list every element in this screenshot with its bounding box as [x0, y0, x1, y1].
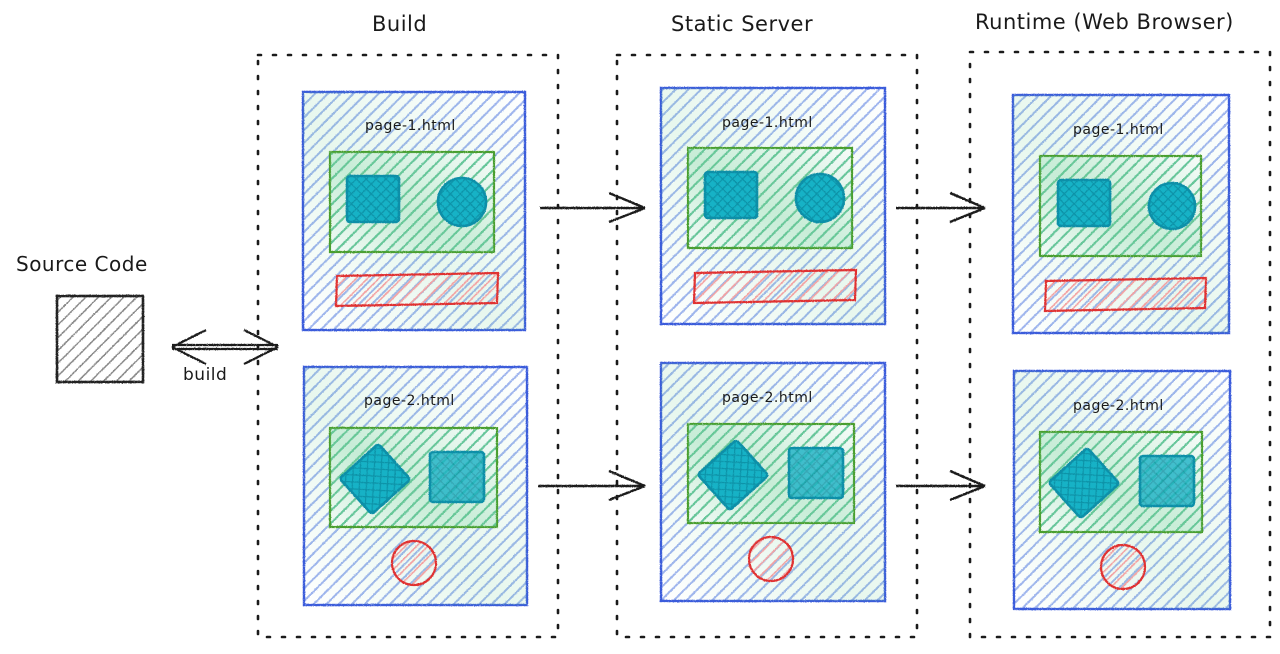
- build-edge-label: build: [183, 365, 228, 385]
- red-circle: [390, 539, 438, 587]
- source-code-box: [55, 294, 145, 384]
- arrow-build-to-static-page-2: [538, 469, 646, 502]
- teal-square: [703, 170, 759, 220]
- page-title-static-server-page-1: page-1.html: [722, 115, 813, 131]
- teal-circle: [1147, 181, 1197, 231]
- red-bar: [692, 268, 858, 305]
- stage-title-static-server: Static Server: [671, 12, 814, 36]
- page-panel-build-page-1: [301, 90, 527, 332]
- teal-diamond: [339, 443, 411, 515]
- stage-group-static-server: [615, 53, 919, 639]
- page-title-runtime-page-1: page-1.html: [1073, 122, 1164, 138]
- stage-group-runtime: [968, 50, 1272, 639]
- red-bar: [1043, 276, 1208, 313]
- teal-square: [1138, 454, 1196, 508]
- teal-circle: [436, 176, 488, 228]
- build-arrow: [171, 329, 279, 365]
- teal-square: [787, 446, 845, 500]
- teal-square: [1056, 178, 1112, 228]
- stage-title-runtime: Runtime (Web Browser): [975, 10, 1234, 34]
- teal-diamond: [697, 439, 769, 511]
- page-panel-runtime-page-2: [1012, 369, 1232, 611]
- teal-square: [428, 450, 486, 504]
- page-title-build-page-1: page-1.html: [365, 118, 456, 134]
- source-code-label: Source Code: [16, 252, 148, 276]
- teal-square: [345, 174, 401, 224]
- red-circle: [1099, 543, 1147, 591]
- page-panel-static-server-page-2: [659, 361, 887, 603]
- arrow-static-to-runtime-page-2: [896, 469, 986, 502]
- page-title-build-page-2: page-2.html: [364, 393, 455, 409]
- page-panel-build-page-2: [302, 365, 529, 607]
- page-panel-static-server-page-1: [659, 86, 887, 326]
- red-circle: [747, 535, 795, 583]
- red-bar: [334, 271, 500, 308]
- teal-diamond: [1048, 447, 1120, 519]
- page-title-runtime-page-2: page-2.html: [1073, 398, 1164, 414]
- stage-title-build: Build: [372, 12, 428, 36]
- arrow-static-to-runtime-page-1: [896, 191, 986, 224]
- page-panel-runtime-page-1: [1011, 93, 1231, 335]
- teal-circle: [794, 172, 846, 224]
- page-title-static-server-page-2: page-2.html: [722, 390, 813, 406]
- arrow-build-to-static-page-1: [540, 191, 646, 224]
